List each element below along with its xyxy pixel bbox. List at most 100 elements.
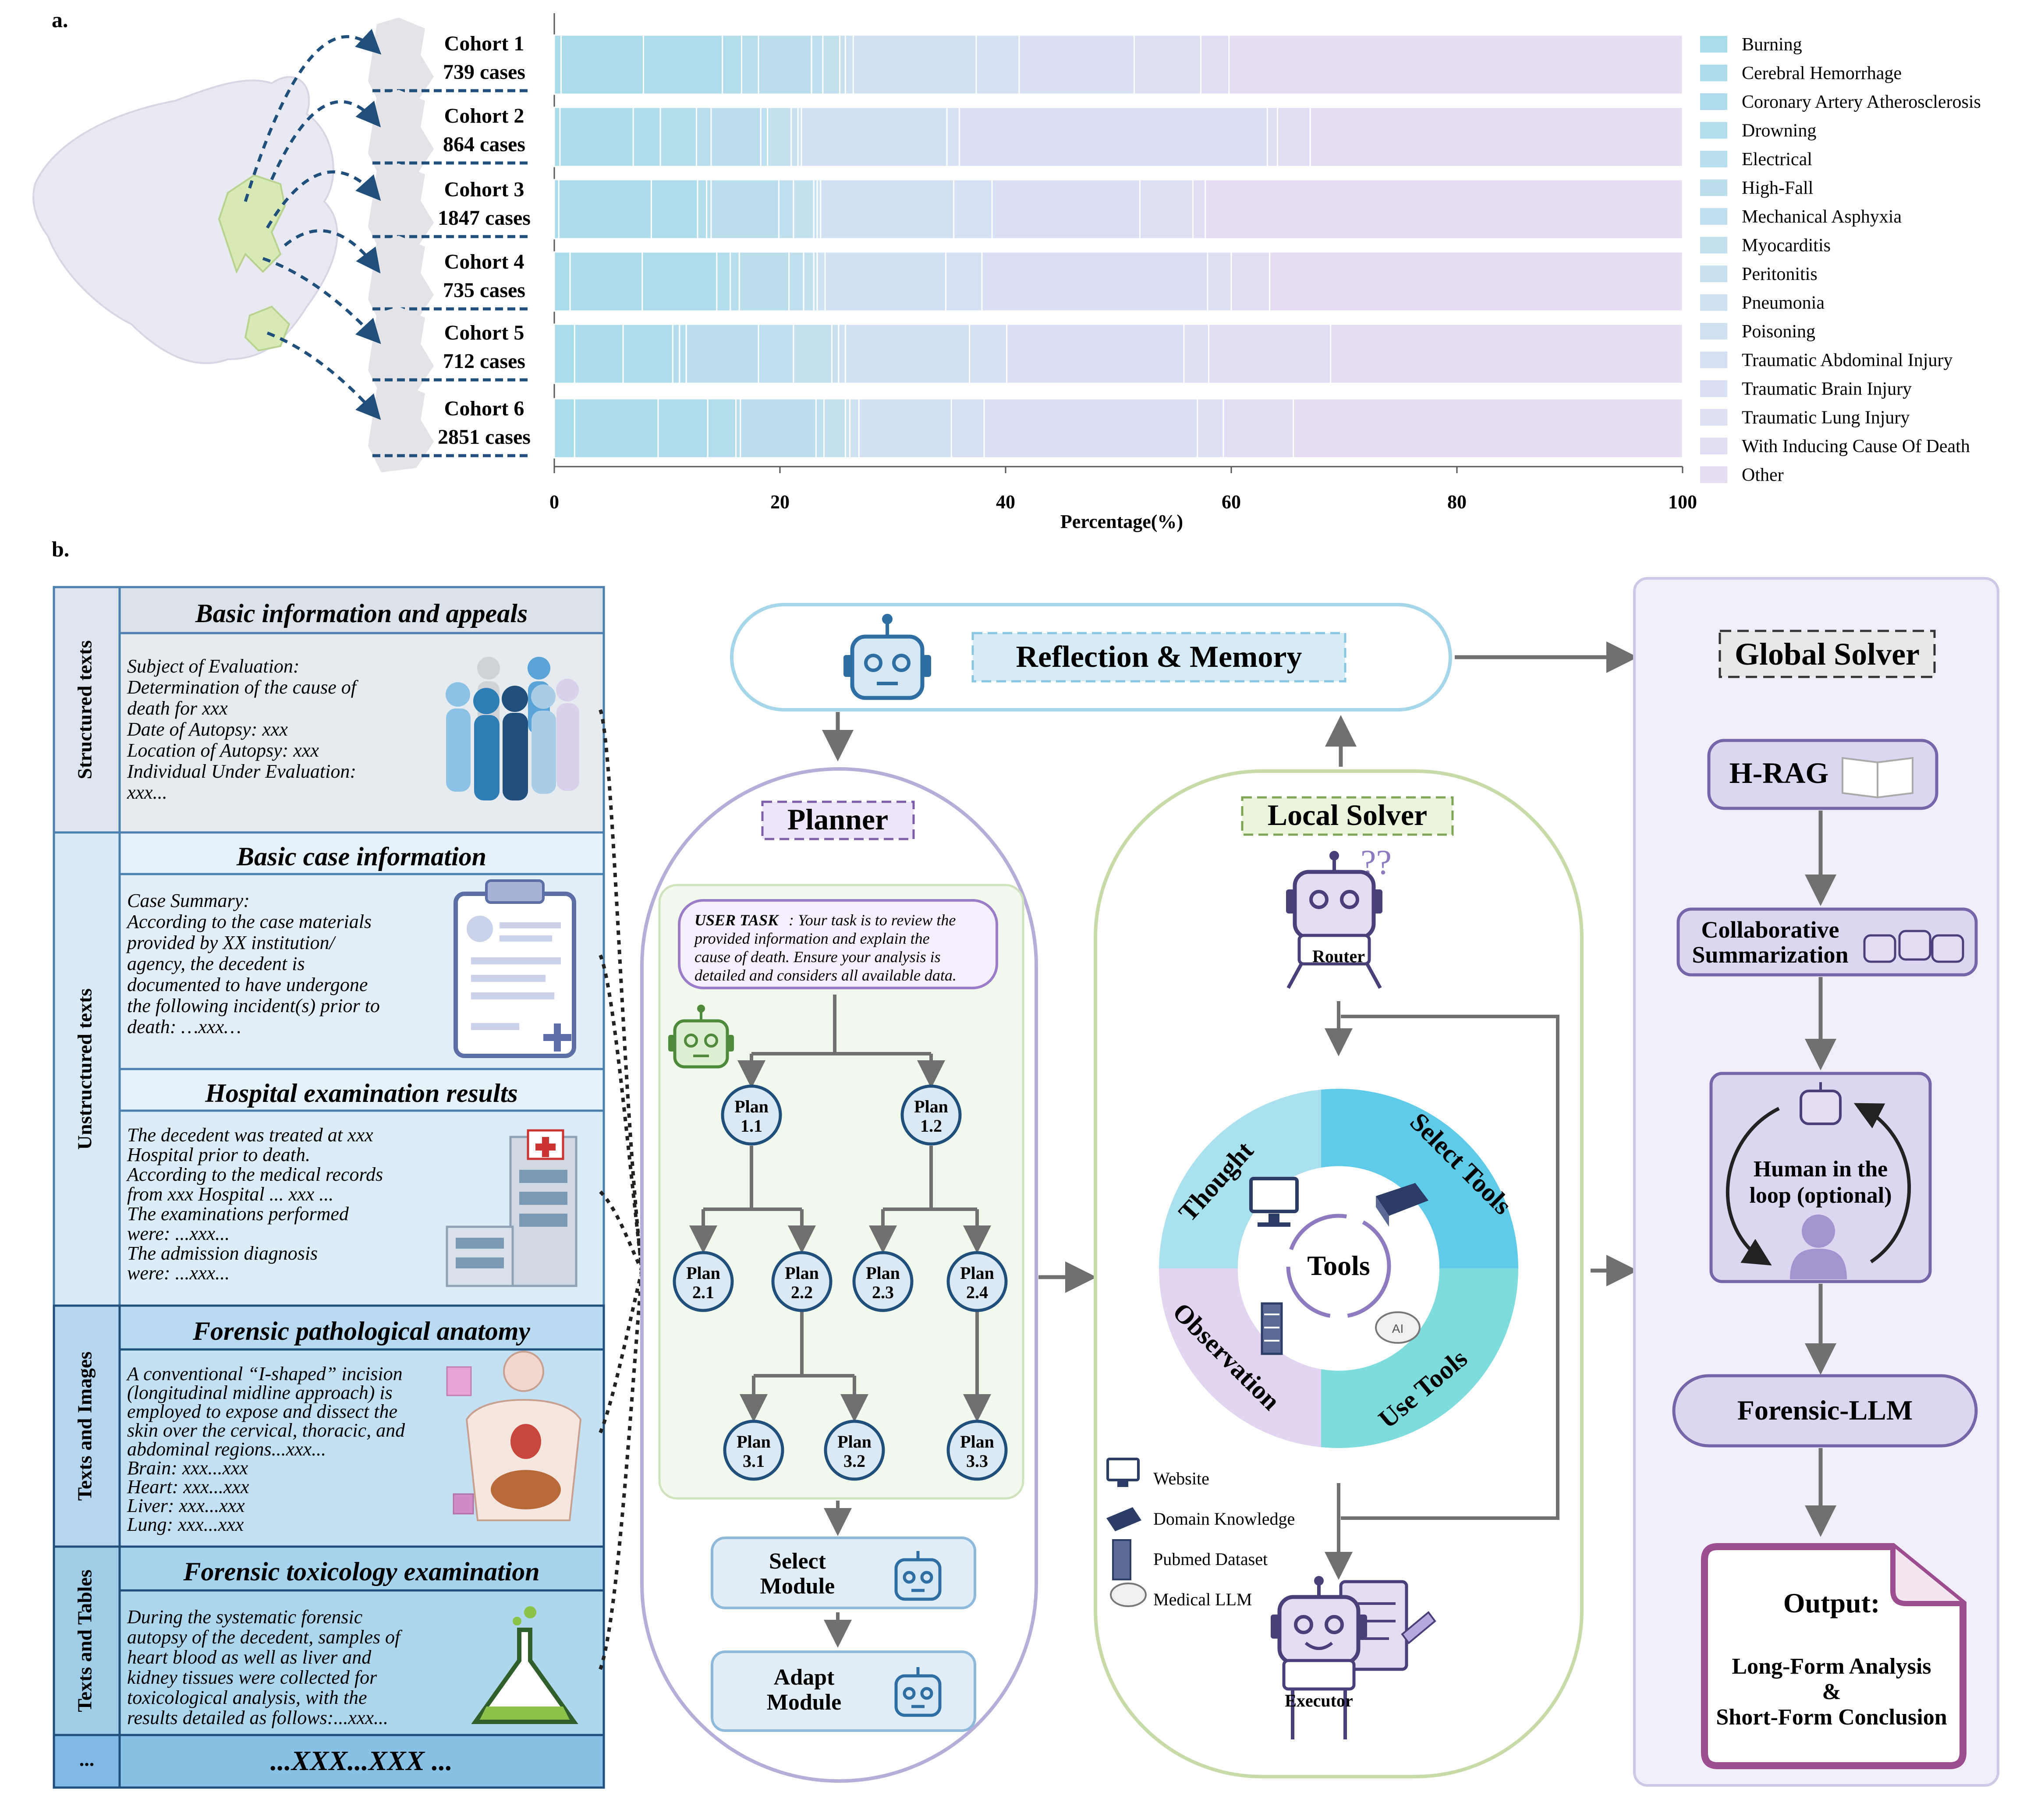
input-section-line: During the systematic forensic [127, 1606, 363, 1628]
bar-segment [1139, 179, 1194, 240]
bar-segment [706, 179, 712, 240]
user-task-label: USER TASK [695, 911, 780, 929]
bar-segment [844, 34, 854, 95]
bar-segment [1134, 34, 1201, 95]
human-l1: Human in the [1754, 1157, 1888, 1182]
legend-label: Traumatic Lung Injury [1742, 408, 1910, 428]
input-type-label: ... [79, 1748, 95, 1770]
bar-segment [849, 398, 860, 459]
side-more [53, 1734, 121, 1789]
plan-label: Plan [866, 1263, 900, 1283]
bar-segment [793, 179, 815, 240]
hospital-icon [446, 1129, 578, 1287]
input-section-line: Hospital prior to death. [127, 1144, 310, 1165]
china-map [32, 76, 338, 364]
bars [553, 34, 1683, 459]
bar-segment [740, 398, 817, 459]
bar-segment [778, 179, 794, 240]
plan-label: Plan [960, 1432, 994, 1452]
bar-segment [839, 34, 846, 95]
bar-segment [1330, 323, 1683, 384]
bar-segment [852, 34, 977, 95]
bar-segment [1222, 398, 1294, 459]
bar-segment [622, 323, 673, 384]
bar-segment [1230, 251, 1271, 312]
user-task-line: provided information and explain the [693, 930, 930, 947]
plan-number: 2.3 [872, 1282, 894, 1302]
plan-node [673, 1251, 734, 1312]
bar-segment [642, 34, 723, 95]
output-line-3: Short-Form Conclusion [1716, 1705, 1947, 1730]
bar-segment [558, 179, 652, 240]
bar-segment [793, 323, 833, 384]
thought-segment [1159, 1090, 1321, 1268]
cohort-region-shape [368, 236, 434, 326]
input-type-label: Unstructured texts [74, 988, 96, 1150]
bar-segment [672, 323, 680, 384]
cohort-cases: 2851 cases [438, 425, 531, 449]
plan-node [721, 1084, 782, 1146]
bar-segment [1208, 323, 1332, 384]
bar-segment [788, 251, 804, 312]
bar-segment [710, 179, 780, 240]
input-section-line: Lung: xxx...xxx [127, 1514, 244, 1535]
legend-label: Myocarditis [1742, 236, 1831, 256]
bar-segment [560, 34, 644, 95]
bar-segment [659, 106, 697, 167]
bar-segment [697, 179, 708, 240]
plan-node [946, 1420, 1008, 1481]
bar-segment [735, 398, 741, 459]
planner-robot-icon [668, 1005, 734, 1069]
input-section-line: The decedent was treated at xxx [127, 1124, 373, 1146]
bar-segment [1018, 34, 1135, 95]
legend-label: Peritonitis [1742, 264, 1818, 284]
input-section-line: death for xxx [127, 698, 228, 719]
global-solver-panel: Global Solver H-RAG Collaborative Summar… [1633, 577, 1999, 1787]
clipboard-icon [454, 879, 576, 1058]
bar-segment [983, 398, 1198, 459]
highlight-region-south [244, 305, 291, 352]
plan-label: Plan [686, 1263, 720, 1283]
adapt-robot-icon [894, 1667, 942, 1717]
human-robot-icon [1800, 1082, 1842, 1125]
bar-segment [1266, 106, 1279, 167]
bar-segment [738, 251, 790, 312]
collab-l2: Summarization [1692, 942, 1849, 968]
bar-segment [816, 251, 826, 312]
cohort-arrow [283, 229, 381, 274]
bar-segment [767, 106, 792, 167]
legend-swatch [1700, 151, 1727, 167]
input-section-line: Location of Autopsy: xxx [127, 740, 319, 761]
user-task-line: : Your task is to review the [789, 911, 956, 929]
bar-segment [559, 106, 634, 167]
input-section-line: kidney tissues were collected for [127, 1667, 377, 1688]
bar-segment [946, 106, 960, 167]
input-section-line: heart blood as well as liver and [127, 1646, 372, 1668]
legend-label: Other [1742, 465, 1784, 485]
input-footer: ...XXX...XXX ... [270, 1745, 453, 1776]
forensic-llm-label: Forensic-LLM [1737, 1395, 1913, 1426]
bar-segment [1228, 34, 1683, 95]
bar-segment [722, 34, 742, 95]
cohort-arrow [262, 257, 381, 344]
legend-swatch [1700, 93, 1727, 110]
panel-a-label: a. [52, 7, 68, 32]
reflection-memory-title: Reflection & Memory [1016, 640, 1302, 674]
input-section-line: death: …xxx… [127, 1016, 241, 1037]
plan-number: 3.1 [743, 1451, 765, 1471]
bar-segment [844, 398, 851, 459]
bar-segment [958, 106, 1268, 167]
cohort-region-shape [368, 307, 434, 397]
router-robot-icon: ?? [1286, 843, 1392, 989]
input-section-line: abdominal regions...xxx... [127, 1438, 326, 1460]
output-title: Output: [1783, 1587, 1880, 1618]
input-section-line: provided by XX institution/ [126, 932, 337, 953]
legend-swatch [1700, 122, 1727, 139]
tool-legend-label: Medical LLM [1153, 1590, 1252, 1609]
human-l2: loop (optional) [1749, 1183, 1892, 1208]
bar-segment [811, 34, 824, 95]
plan-node [852, 1251, 914, 1312]
